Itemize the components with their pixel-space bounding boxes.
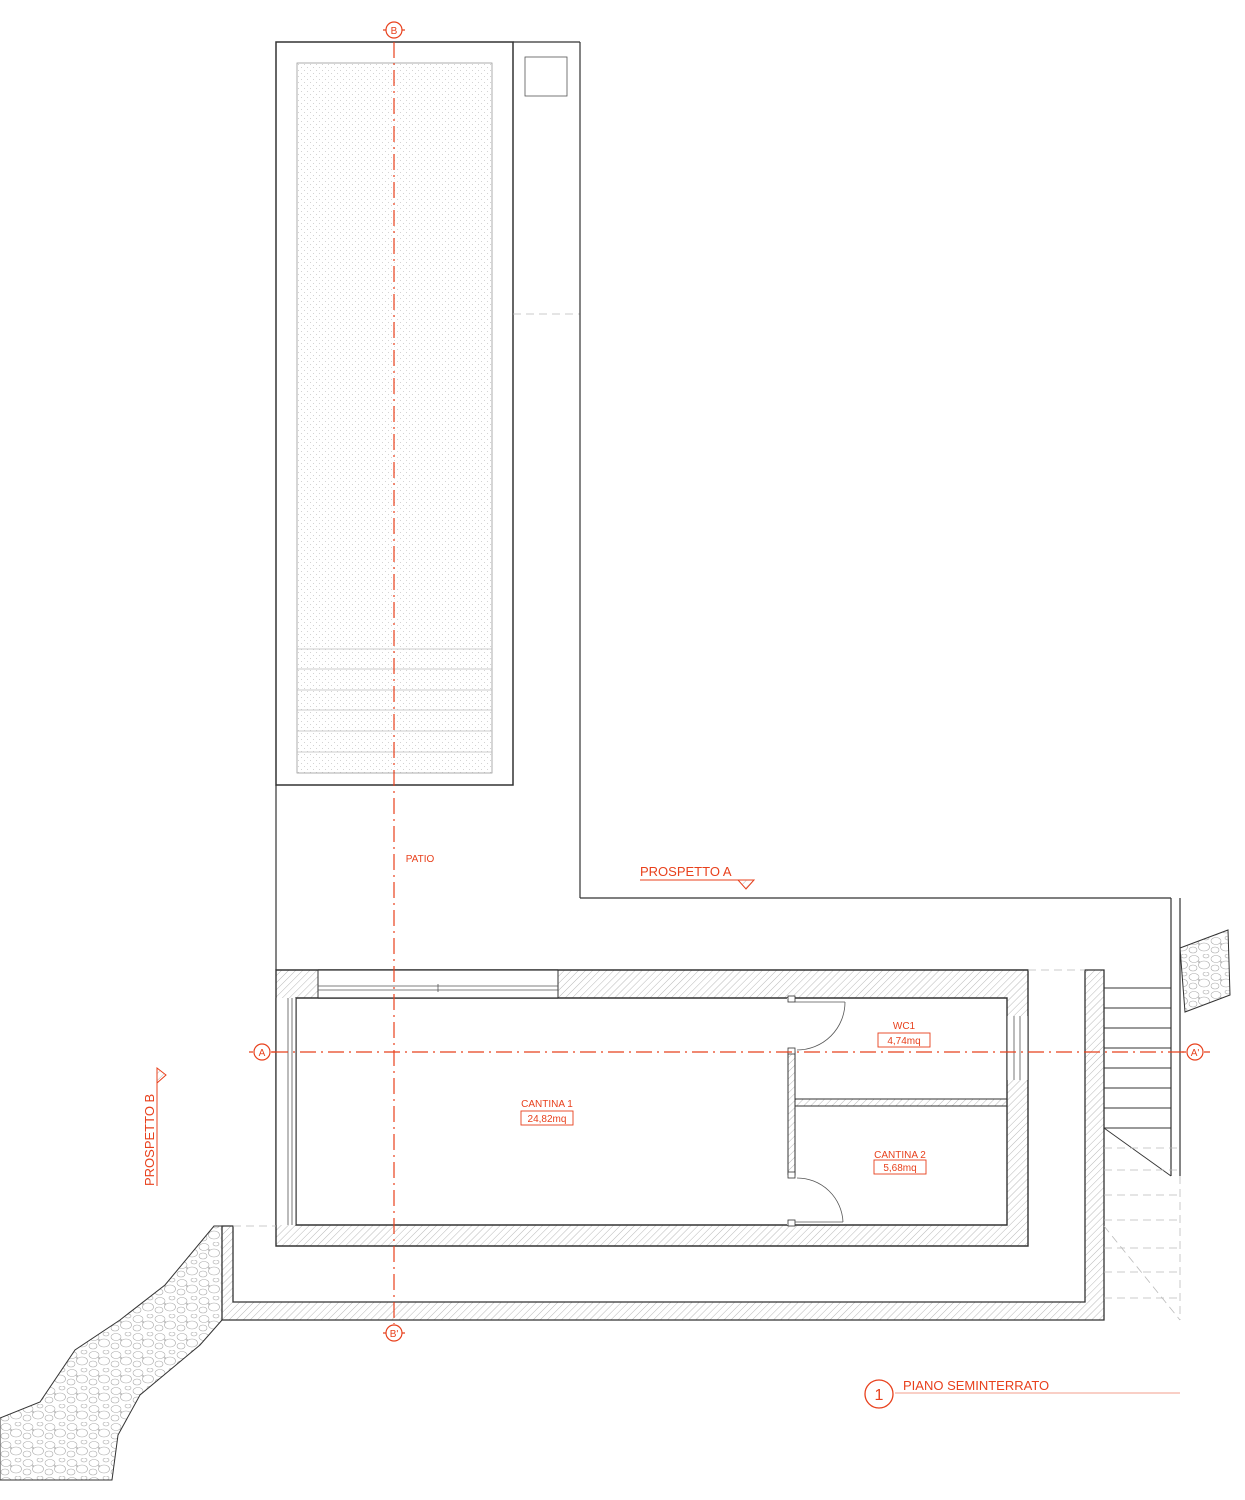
room-tag-cantina-2: CANTINA 2 5,68mq [873,1150,927,1175]
basement-walls [275,969,1029,1247]
svg-text:A: A [259,1048,266,1059]
svg-text:5,68mq: 5,68mq [883,1163,916,1174]
section-marker-b-bottom: B' [383,1324,405,1342]
svg-text:WC1: WC1 [893,1021,916,1032]
room-tag-cantina-1: CANTINA 1 24,82mq [520,1099,574,1126]
svg-text:CANTINA 1: CANTINA 1 [521,1099,573,1110]
section-marker-b-top: B [383,21,405,39]
section-marker-a-left: A [249,1043,275,1061]
elevation-a-marker: PROSPETTO A [640,864,756,890]
svg-text:B: B [391,26,398,37]
skimmer-box [524,56,568,97]
terrain-right [1179,929,1231,1013]
svg-text:PROSPETTO B: PROSPETTO B [142,1094,157,1186]
site-outline [275,42,1181,1176]
svg-text:CANTINA 2: CANTINA 2 [874,1150,926,1161]
section-marker-a-right: A' [1182,1043,1210,1061]
exterior-stairs [1103,987,1172,1177]
stairs-below-hidden [1103,1147,1181,1321]
room-tag-wc1: WC1 4,74mq [877,1021,931,1048]
svg-text:24,82mq: 24,82mq [528,1114,567,1125]
drawing-title-text: PIANO SEMINTERRATO [903,1378,1049,1393]
patio-label: PATIO [406,854,435,865]
svg-text:4,74mq: 4,74mq [887,1036,920,1047]
pool-terrace [275,41,580,786]
terrain-left [0,1225,223,1481]
svg-text:B': B' [390,1329,399,1340]
svg-text:A': A' [1191,1048,1200,1059]
svg-text:PROSPETTO A: PROSPETTO A [640,864,732,879]
drawing-title: 1 PIANO SEMINTERRATO [864,1378,1180,1409]
retaining-wall [221,969,1105,1321]
drawing-number: 1 [875,1387,884,1404]
elevation-b-marker: PROSPETTO B [142,1066,167,1186]
